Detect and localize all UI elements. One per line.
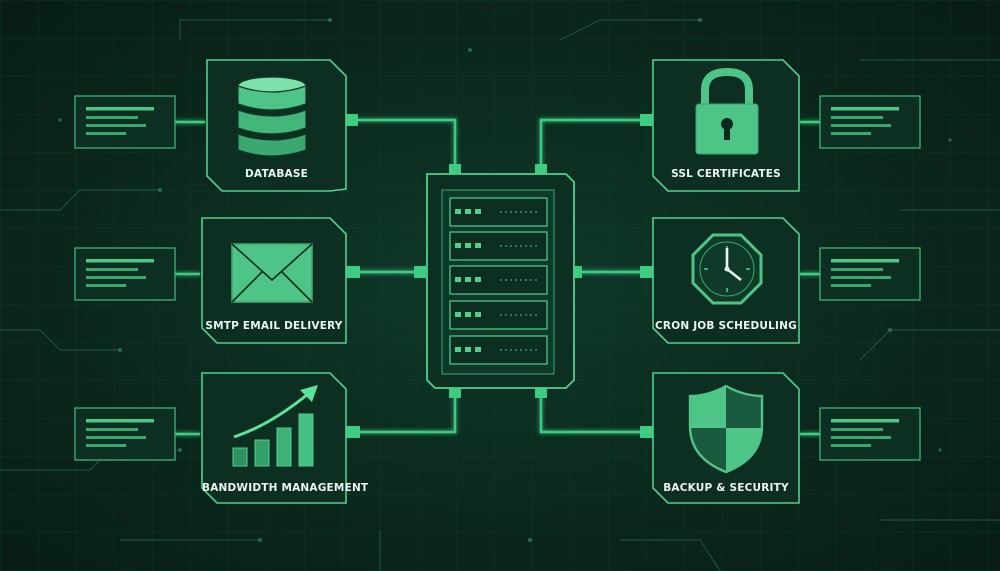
- label-backup: BACKUP & SECURITY: [663, 482, 789, 494]
- label-bandwidth: BANDWIDTH MANAGEMENT: [202, 482, 369, 494]
- background-dots: [58, 18, 952, 542]
- wire-backup: [539, 394, 646, 434]
- connector-wires: [175, 118, 820, 436]
- server-unit-1: [449, 197, 548, 227]
- clock-icon: [691, 233, 763, 305]
- label-smtp: SMTP EMAIL DELIVERY: [205, 320, 343, 332]
- server-units: [449, 197, 548, 365]
- server-unit-3: [449, 265, 548, 295]
- info-cards: [74, 95, 921, 461]
- info-card-ssl: [819, 95, 921, 149]
- server-unit-2: [449, 231, 548, 261]
- info-card-smtp: [74, 247, 176, 301]
- server-unit-4: [449, 300, 548, 330]
- info-card-database: [74, 95, 176, 149]
- panel-bandwidth: [201, 372, 347, 504]
- info-card-backup: [819, 407, 921, 461]
- wire-bandwidth: [352, 394, 457, 434]
- label-cron: CRON JOB SCHEDULING: [655, 320, 797, 332]
- label-database: DATABASE: [245, 168, 308, 180]
- server-unit-5: [449, 335, 548, 365]
- wire-database: [352, 118, 457, 168]
- info-card-bandwidth: [74, 407, 176, 461]
- shield-icon: [688, 384, 764, 474]
- padlock-icon: [695, 67, 759, 155]
- envelope-icon: [231, 243, 313, 303]
- database-icon: [237, 76, 307, 157]
- info-card-cron: [819, 247, 921, 301]
- label-ssl: SSL CERTIFICATES: [671, 168, 781, 180]
- wire-ssl: [539, 118, 646, 168]
- growth-chart-icon: [232, 385, 318, 467]
- server-rack-icon: [426, 173, 575, 389]
